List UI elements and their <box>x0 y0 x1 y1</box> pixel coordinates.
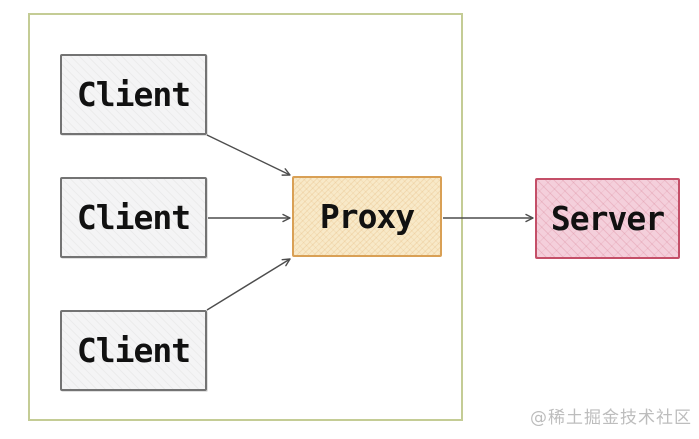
watermark: @稀土掘金技术社区 <box>530 408 692 428</box>
client-box-3-label: Client <box>76 331 191 370</box>
proxy-box: Proxy <box>292 176 442 257</box>
proxy-box-label: Proxy <box>319 197 415 236</box>
server-box-label: Server <box>550 199 665 238</box>
client-box-2: Client <box>60 177 207 258</box>
client-box-3: Client <box>60 310 207 391</box>
client-box-1: Client <box>60 54 207 135</box>
network-boundary-box <box>28 13 463 421</box>
server-box: Server <box>535 178 680 259</box>
client-box-1-label: Client <box>76 75 191 114</box>
client-box-2-label: Client <box>76 198 191 237</box>
